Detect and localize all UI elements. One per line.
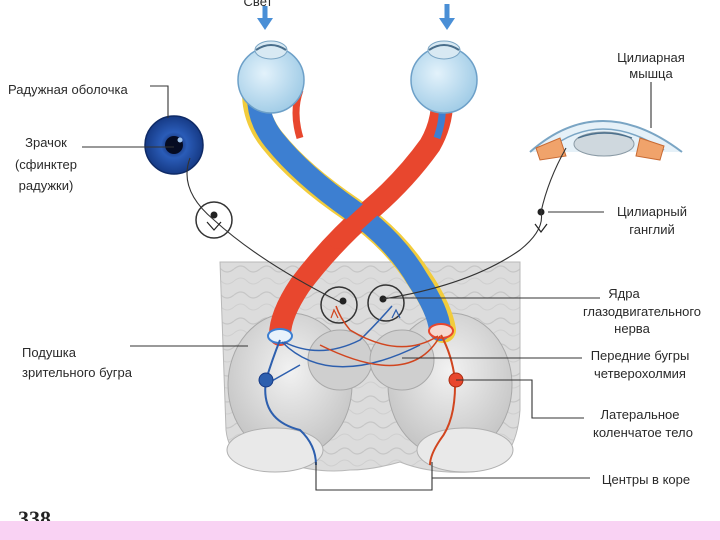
ciliary-muscle-illustration (529, 120, 683, 161)
brain-fibres (258, 305, 464, 466)
blue-tract (247, 59, 451, 341)
label-lgn-2: коленчатое тело (593, 425, 693, 440)
efferent-nerves (186, 147, 567, 303)
iris-illustration (144, 115, 204, 175)
label-nuclei-3: нерва (614, 321, 650, 336)
label-ciliary-ganglion-2: ганглий (629, 222, 674, 237)
left-eyeball (237, 40, 305, 114)
label-pupil-1: Зрачок (25, 135, 67, 150)
anterior-colliculus-left (307, 329, 373, 391)
leader-lines (82, 82, 652, 491)
left-ganglion-circle (195, 201, 233, 239)
right-eyeball (410, 40, 478, 114)
label-colliculi-1: Передние бугры (591, 348, 690, 363)
label-thalamus-1: Подушка (22, 345, 77, 360)
footer-band (0, 521, 720, 540)
label-pupil-2: (сфинктер (15, 157, 77, 172)
label-pupil-3: радужки) (19, 178, 74, 193)
label-colliculi-2: четверохолмия (594, 366, 686, 381)
label-thalamus-2: зрительного бугра (22, 365, 133, 380)
nucleus-circle-right (367, 284, 405, 322)
cortex-mound-left (226, 427, 324, 473)
down-arrow-icon (257, 6, 273, 30)
label-cortex: Центры в коре (602, 472, 690, 487)
cortex-mound-right (416, 427, 514, 473)
anterior-colliculus-right (369, 329, 435, 391)
down-arrow-icon (439, 4, 455, 30)
lens (573, 131, 635, 157)
label-nuclei-1: Ядра (608, 286, 640, 301)
label-ciliary-muscle-2: мышца (629, 66, 673, 81)
nucleus-circle-left (320, 286, 358, 324)
label-iris: Радужная оболочка (8, 82, 128, 97)
label-lgn-1: Латеральное (601, 407, 680, 422)
label-ciliary-muscle-1: Цилиарная (617, 50, 685, 65)
label-ciliary-ganglion-1: Цилиарный (617, 204, 687, 219)
label-nuclei-2: глазодвигательного (583, 304, 701, 319)
light-label-left: Свет (244, 0, 273, 9)
